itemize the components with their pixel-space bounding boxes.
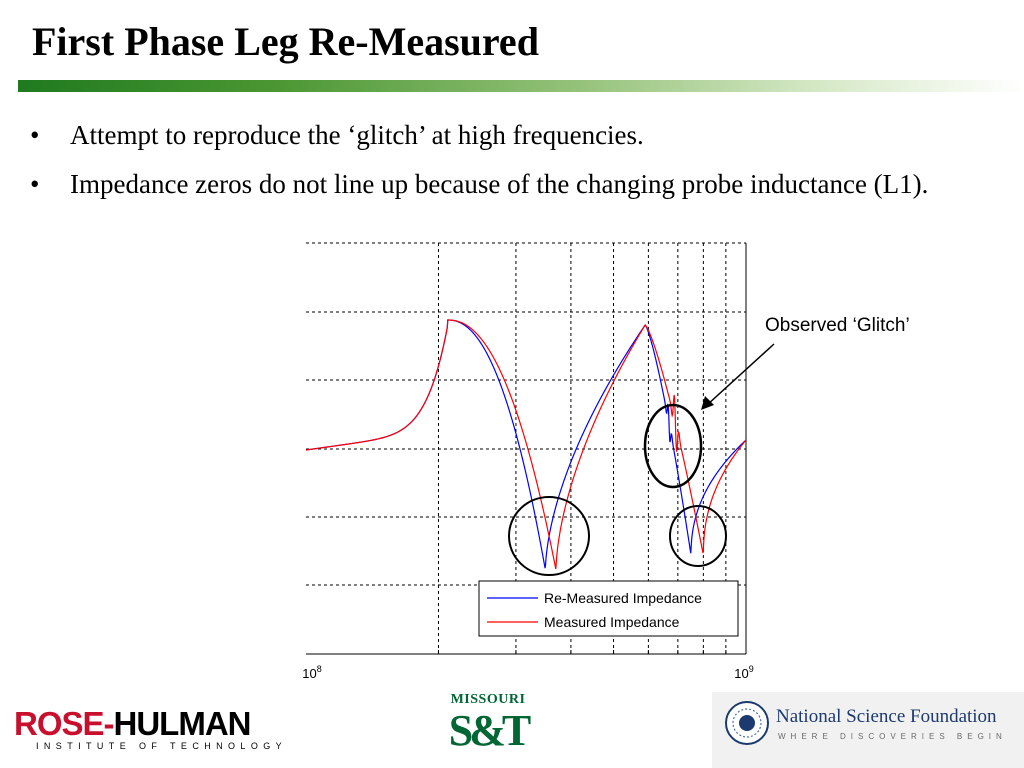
rose-hulman-name-b: HULMAN	[113, 705, 252, 742]
annotation-arrow-head	[701, 396, 714, 410]
legend-box	[478, 580, 739, 637]
rose-hulman-name-a: ROSE-	[14, 705, 115, 742]
rose-hulman-logo: ROSE-HULMAN INSTITUTE OF TECHNOLOGY	[14, 705, 288, 753]
annotation-label: Observed ‘Glitch’	[765, 315, 910, 336]
bullet-item: • Impedance zeros do not line up because…	[30, 165, 960, 204]
nsf-seal-icon	[725, 701, 769, 745]
bullet-icon: •	[30, 120, 40, 150]
nsf-tagline: WHERE DISCOVERIES BEGIN	[778, 732, 1007, 741]
zero-highlight-circle	[669, 505, 727, 567]
series-line	[306, 319, 746, 570]
bullet-text: Attempt to reproduce the ‘glitch’ at hig…	[70, 120, 644, 150]
legend-label: Measured Impedance	[544, 614, 680, 630]
glitch-highlight-circle	[643, 403, 703, 489]
rose-hulman-subtitle: INSTITUTE OF TECHNOLOGY	[36, 741, 288, 751]
title-underline	[18, 80, 1024, 92]
bullet-text: Impedance zeros do not line up because o…	[70, 169, 929, 199]
missouri-st-mark: S&T	[448, 706, 531, 755]
x-tick-label: 108	[302, 664, 321, 681]
annotation-arrow-line	[706, 343, 775, 406]
nsf-name: National Science Foundation	[776, 706, 997, 727]
bullet-icon: •	[30, 169, 40, 199]
legend-label: Re-Measured Impedance	[544, 590, 702, 606]
bullet-list: • Attempt to reproduce the ‘glitch’ at h…	[30, 116, 960, 214]
x-tick-label: 109	[734, 664, 753, 681]
missouri-st-top: MISSOURI	[450, 692, 526, 707]
bullet-item: • Attempt to reproduce the ‘glitch’ at h…	[30, 116, 960, 155]
slide-title: First Phase Leg Re-Measured	[32, 19, 539, 64]
zero-highlight-circle	[508, 496, 590, 576]
missouri-st-logo: MISSOURI S&T	[447, 692, 531, 762]
